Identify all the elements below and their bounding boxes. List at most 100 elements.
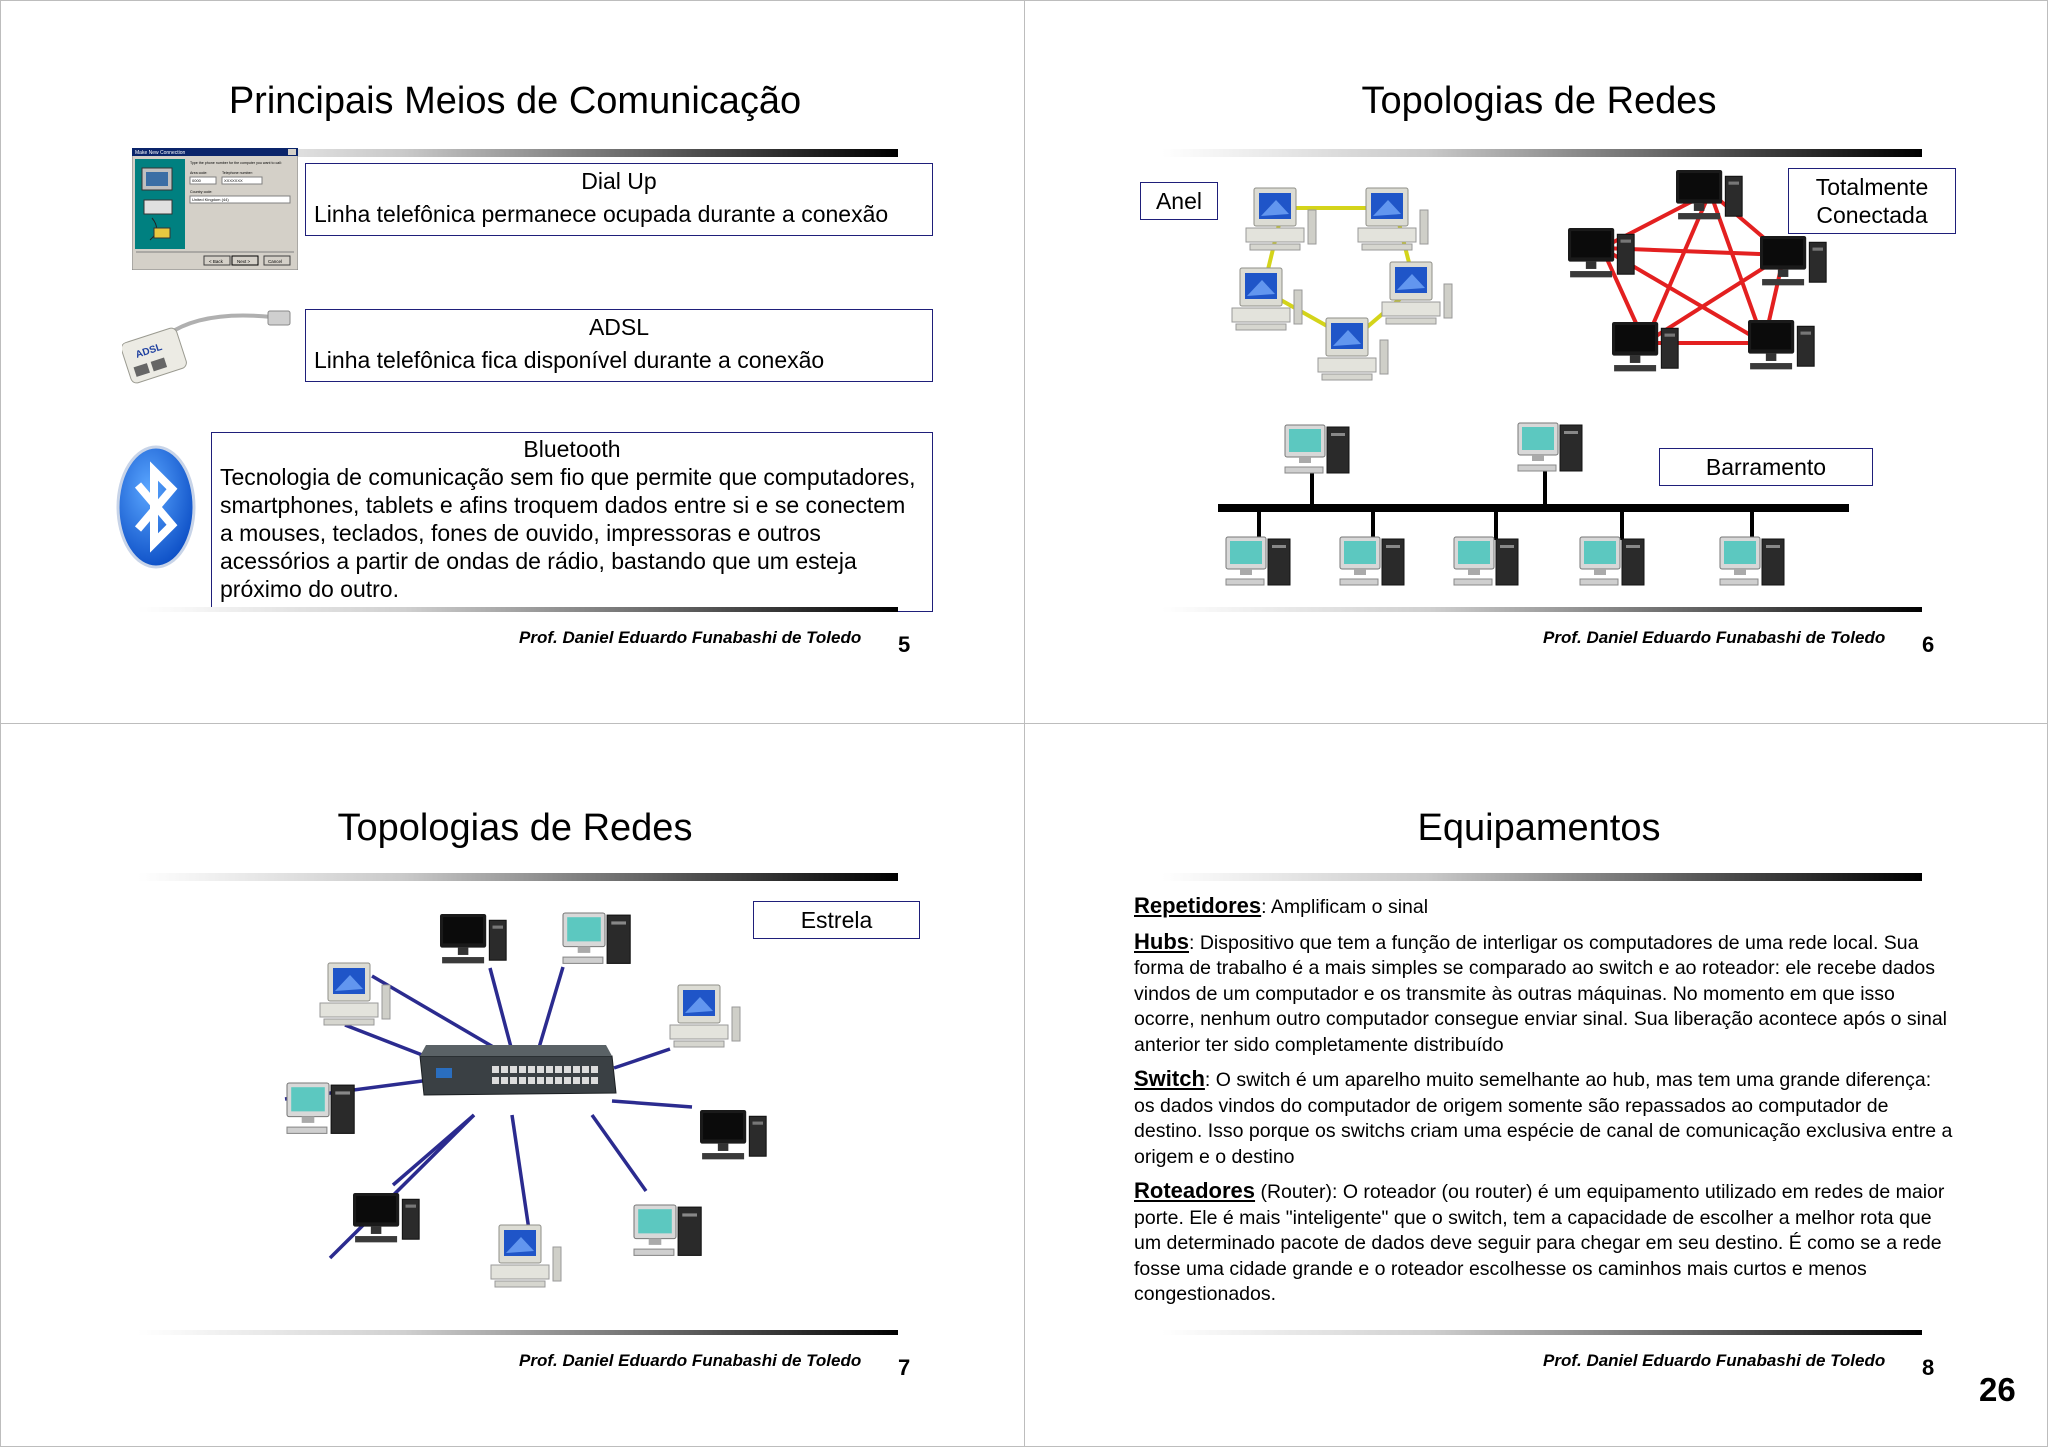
ring-computer xyxy=(1231,267,1303,331)
equipment-description: : O switch é um aparelho muito semelhant… xyxy=(1134,1069,1953,1168)
star-link xyxy=(611,1099,693,1109)
slide-7: Topologias de Redes Estrela Prof. Daniel… xyxy=(0,723,1024,1446)
star-topology-diagram xyxy=(284,912,767,1288)
slide-divider-horizontal xyxy=(0,723,2048,724)
equipment-term: Switch xyxy=(1134,1066,1205,1091)
bus-computer xyxy=(1339,536,1405,586)
dialup-description: Linha telefônica permanece ocupada duran… xyxy=(314,201,889,228)
dialup-window-prompt: Type the phone number for the computer y… xyxy=(190,161,282,165)
star-link xyxy=(371,974,496,1050)
bus-computer xyxy=(1453,536,1519,586)
bus-computer xyxy=(1517,422,1583,472)
ring-label: Anel xyxy=(1140,182,1218,221)
star-link xyxy=(510,1114,531,1231)
ring-computer xyxy=(1245,187,1317,251)
footer-author: Prof. Daniel Eduardo Funabashi de Toledo xyxy=(1543,628,1886,647)
topology-diagrams xyxy=(1218,170,1849,586)
title-rule xyxy=(1162,149,1922,157)
bus-computer xyxy=(1225,536,1291,586)
phone-label: Telephone number: xyxy=(222,171,253,175)
adsl-description: Linha telefônica fica disponível durante… xyxy=(314,347,825,374)
equipment-item-hubs: Hubs: Dispositivo que tem a função de in… xyxy=(1134,929,1954,1059)
mesh-computer xyxy=(1612,322,1679,372)
equipment-term: Roteadores xyxy=(1134,1178,1256,1203)
star-link xyxy=(344,1023,431,1060)
star-link xyxy=(328,1113,476,1260)
mesh-computer xyxy=(1568,228,1635,278)
area-code-label: Area code: xyxy=(190,171,207,175)
country-value[interactable]: United Kingdom (44) xyxy=(192,197,229,202)
star-label: Estrela xyxy=(753,901,920,940)
adsl-box: ADSL Linha telefônica fica disponível du… xyxy=(305,309,933,382)
slide-number: 6 xyxy=(1922,632,1935,657)
footer-author: Prof. Daniel Eduardo Funabashi de Toledo xyxy=(519,628,862,647)
mesh-computer xyxy=(1676,170,1743,220)
bus-label: Barramento xyxy=(1659,448,1873,487)
star-link xyxy=(488,967,514,1052)
title-rule xyxy=(138,149,898,157)
star-computer xyxy=(490,1224,562,1288)
slide-title: Equipamentos xyxy=(1417,807,1661,849)
star-computer xyxy=(633,1204,702,1256)
mesh-computer xyxy=(1748,320,1815,370)
slide-8: Equipamentos Prof. Daniel Eduardo Funaba… xyxy=(1024,723,2048,1446)
dialup-box: Dial Up Linha telefônica permanece ocupa… xyxy=(305,163,933,236)
area-code-value[interactable]: 0000 xyxy=(192,178,202,183)
slide-5: Principais Meios de Comunicação Make New… xyxy=(0,0,1024,723)
title-rule xyxy=(1162,873,1922,881)
mesh-computer xyxy=(1760,236,1827,286)
slide-number: 8 xyxy=(1922,1355,1935,1380)
star-computer xyxy=(319,962,391,1026)
country-label: Country code: xyxy=(190,190,212,194)
network-switch xyxy=(419,1045,617,1096)
cancel-button[interactable]: Cancel xyxy=(268,259,282,264)
equipment-item-repetidores: Repetidores: Amplificam o sinal xyxy=(1134,893,1954,921)
footer-rule xyxy=(138,1330,898,1335)
star-link xyxy=(613,1047,671,1070)
equipment-description: : Amplificam o sinal xyxy=(1261,896,1429,918)
slide-title: Topologias de Redes xyxy=(1361,80,1717,122)
phone-value[interactable]: XXXXXXX xyxy=(224,178,243,183)
star-computer xyxy=(286,1082,355,1134)
slide-6: Topologias de Redes Anel Totalmente Cone… xyxy=(1024,0,2048,723)
star-computer xyxy=(353,1193,420,1243)
page-number: 26 xyxy=(1979,1371,2016,1408)
bus-computer xyxy=(1719,536,1785,586)
star-link xyxy=(536,966,565,1052)
ring-computer xyxy=(1357,187,1429,251)
bluetooth-title: Bluetooth xyxy=(523,436,621,462)
equipment-item-roteadores: Roteadores (Router): O roteador (ou rout… xyxy=(1134,1178,1954,1308)
equipment-list: Repetidores: Amplificam o sinal Hubs: Di… xyxy=(1134,893,1954,1316)
ring-computer xyxy=(1381,261,1453,325)
star-computer xyxy=(669,984,741,1048)
full-mesh-label-line-2: Conectada xyxy=(1816,202,1928,229)
equipment-term: Repetidores xyxy=(1134,893,1262,918)
slide-number: 7 xyxy=(898,1355,911,1380)
title-rule xyxy=(138,873,898,881)
dialup-window-image: Make New Connection Type the phone numbe… xyxy=(132,148,298,270)
equipment-description: : Dispositivo que tem a função de interl… xyxy=(1134,931,1948,1056)
equipment-term: Hubs xyxy=(1134,928,1189,954)
bus-computer xyxy=(1579,536,1645,586)
footer-author: Prof. Daniel Eduardo Funabashi de Toledo xyxy=(519,1351,862,1370)
equipment-description: (Router): O roteador (ou router) é um eq… xyxy=(1134,1181,1945,1305)
equipment-item-switch: Switch: O switch é um aparelho muito sem… xyxy=(1134,1066,1954,1170)
star-computer xyxy=(700,1110,767,1160)
footer-author: Prof. Daniel Eduardo Funabashi de Toledo xyxy=(1543,1351,1886,1370)
star-computer xyxy=(440,914,507,964)
dialup-title: Dial Up xyxy=(581,168,657,194)
footer-rule xyxy=(1162,607,1922,612)
slide-title: Topologias de Redes xyxy=(337,807,693,849)
slide-number: 5 xyxy=(898,632,911,657)
next-button[interactable]: Next > xyxy=(237,259,251,264)
bus-computer xyxy=(1284,424,1350,474)
ring-computer xyxy=(1317,317,1389,381)
bluetooth-description: Tecnologia de comunicação sem fio que pe… xyxy=(220,464,916,603)
full-mesh-label-line-1: Totalmente xyxy=(1815,174,1929,200)
bluetooth-icon xyxy=(116,445,196,569)
adsl-splitter-image: ADSL xyxy=(122,310,291,384)
star-computer xyxy=(562,912,631,964)
back-button[interactable]: < Back xyxy=(209,259,224,264)
star-link xyxy=(590,1113,648,1193)
